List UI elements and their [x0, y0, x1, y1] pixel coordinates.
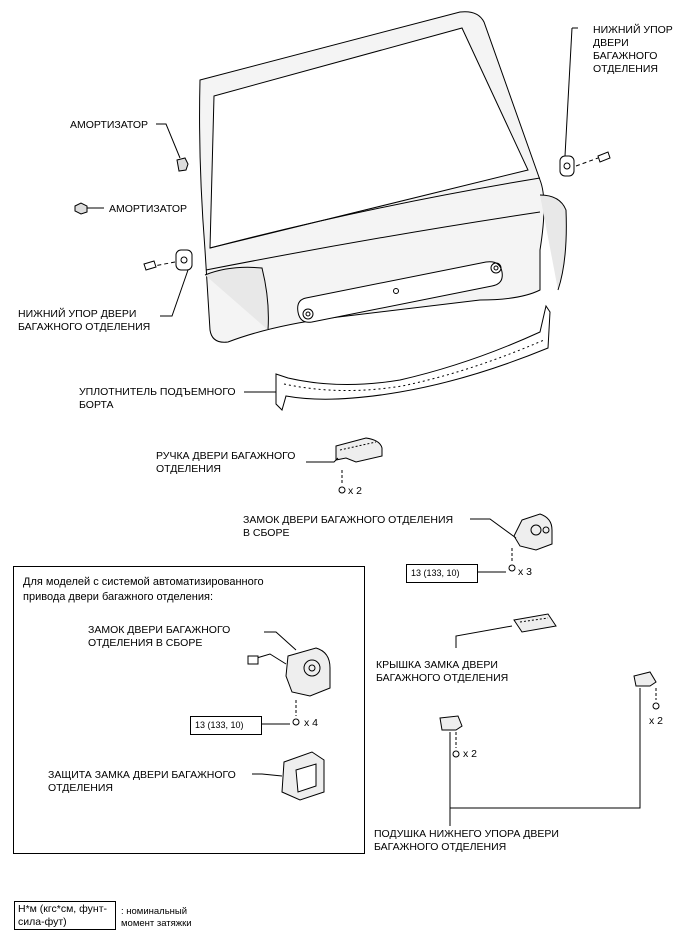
power-door-inset: Для моделей с системой автоматизированно… — [13, 566, 365, 854]
cushion-right-part — [633, 671, 660, 710]
inset-lock-assy-part — [247, 631, 331, 726]
label-lower-stop-left: НИЖНИЙ УПОР ДВЕРИ БАГАЖНОГО ОТДЕЛЕНИЯ — [18, 308, 151, 333]
lock-assy-part — [470, 513, 553, 573]
label-lock-assy: ЗАМОК ДВЕРИ БАГАЖНОГО ОТДЕЛЕНИЯ В СБОРЕ — [243, 514, 454, 539]
damper-part-2 — [74, 202, 104, 215]
inset-torque-value: 13 (133, 10) — [190, 716, 262, 735]
inset-label-protector: ЗАЩИТА ЗАМКА ДВЕРИ БАГАЖНОГО ОТДЕЛЕНИЯ — [48, 769, 236, 794]
inset-protector-part — [252, 751, 325, 801]
back-door-window — [209, 27, 529, 249]
torque-legend-text: : номинальный момент затяжки — [121, 906, 192, 929]
label-lock-qty: x 3 — [518, 566, 533, 578]
label-cushion-qty-right: x 2 — [649, 715, 664, 727]
label-lock-cover: КРЫШКА ЗАМКА ДВЕРИ БАГАЖНОГО ОТДЕЛЕНИЯ — [376, 659, 509, 684]
label-cushion-qty-left: x 2 — [463, 748, 478, 760]
lock-torque-value: 13 (133, 10) — [406, 564, 478, 583]
cushion-left-part — [439, 715, 463, 758]
lock-cover-part — [455, 613, 557, 648]
label-damper-1: АМОРТИЗАТОР — [70, 119, 149, 131]
torque-legend-box: Н*м (кгс*см, фунт- сила-фут) — [14, 901, 116, 930]
label-handle-qty: x 2 — [348, 485, 363, 497]
label-weatherstrip: УПЛОТНИТЕЛЬ ПОДЪЕМНОГО БОРТА — [79, 386, 236, 411]
lower-stop-right-part — [559, 27, 611, 177]
label-damper-2: АМОРТИЗАТОР — [109, 203, 188, 215]
label-lower-stop-right: НИЖНИЙ УПОР ДВЕРИ БАГАЖНОГО ОТДЕЛЕНИЯ — [593, 24, 673, 75]
inset-label-lock-assy: ЗАМОК ДВЕРИ БАГАЖНОГО ОТДЕЛЕНИЯ В СБОРЕ — [88, 624, 231, 649]
damper-part-1 — [156, 123, 189, 172]
label-cushion: ПОДУШКА НИЖНЕГО УПОРА ДВЕРИ БАГАЖНОГО ОТ… — [374, 828, 559, 853]
lower-stop-left-part — [143, 249, 193, 317]
license-recess — [297, 261, 503, 323]
inset-title: Для моделей с системой автоматизированно… — [23, 576, 264, 603]
inset-label-qty: x 4 — [304, 717, 319, 729]
cushion-leader — [449, 688, 641, 826]
label-handle: РУЧКА ДВЕРИ БАГАЖНОГО ОТДЕЛЕНИЯ — [156, 450, 296, 475]
weatherstrip-part — [244, 304, 551, 411]
handle-part — [306, 437, 383, 494]
